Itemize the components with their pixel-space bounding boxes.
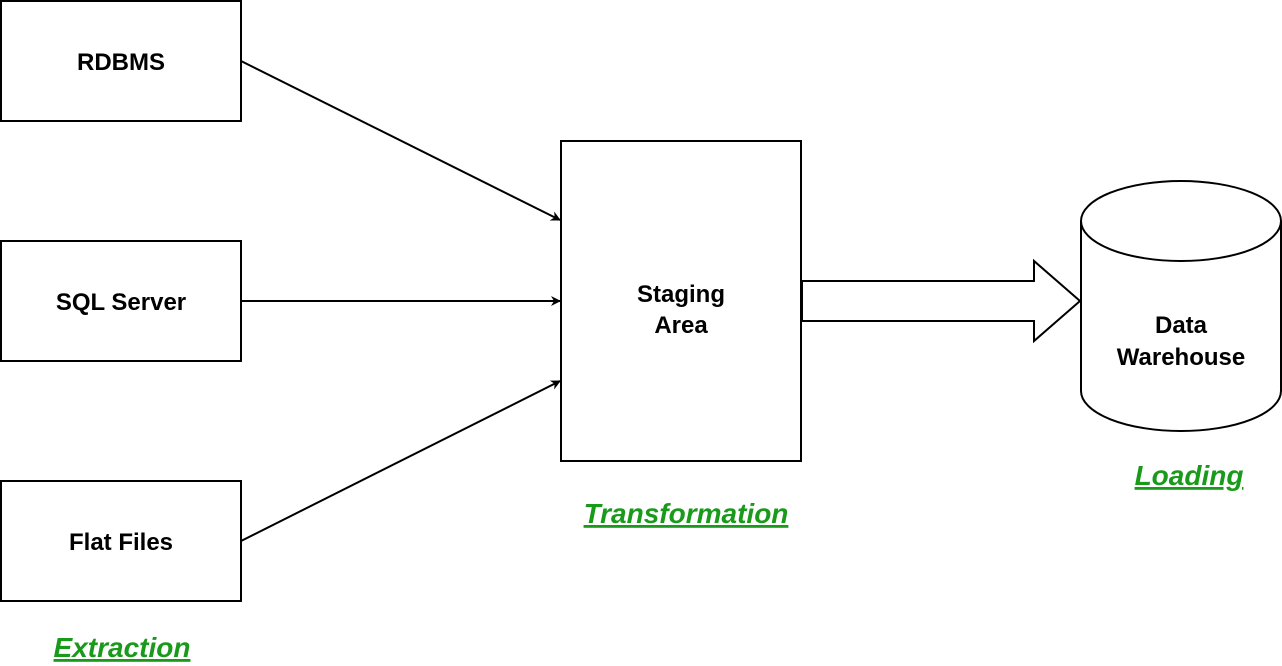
stage-label-loading: Loading — [1135, 460, 1244, 491]
source-label-sql-server: SQL Server — [56, 289, 186, 316]
source-node-rdbms: RDBMS — [0, 0, 242, 122]
source-node-sql-server: SQL Server — [0, 240, 242, 362]
stage-label-transformation: Transformation — [584, 498, 789, 529]
data-warehouse-label-line2: Warehouse — [1117, 344, 1245, 371]
staging-area-label-line2: Area — [654, 312, 708, 339]
source-label-flat-files: Flat Files — [69, 529, 173, 556]
arrow-rdbms-to-staging — [240, 60, 561, 221]
data-warehouse-label-line1: Data — [1155, 312, 1208, 339]
source-label-rdbms: RDBMS — [77, 49, 165, 76]
data-warehouse-node: Data Warehouse — [1080, 180, 1282, 432]
stage-label-extraction: Extraction — [54, 632, 191, 663]
block-arrow-staging-to-warehouse — [801, 258, 1082, 344]
staging-area-node: Staging Area — [560, 140, 802, 462]
arrow-flat-files-to-staging — [240, 380, 561, 542]
source-node-flat-files: Flat Files — [0, 480, 242, 602]
database-cylinder-icon — [1080, 180, 1282, 432]
staging-area-label-line1: Staging — [637, 281, 725, 308]
